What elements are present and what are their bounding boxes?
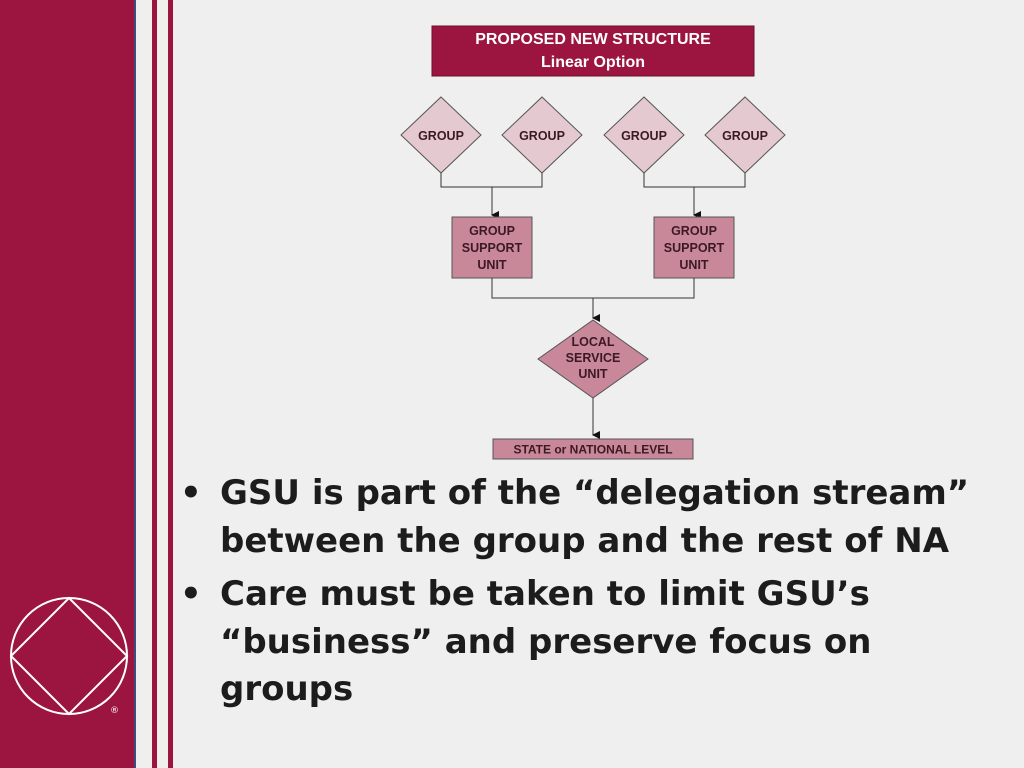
divider-stripe-white — [138, 0, 152, 768]
gsu-label-line: SUPPORT — [664, 241, 725, 255]
group-label: GROUP — [418, 129, 464, 143]
bullet-text: Care must be taken to limit GSU’s “busin… — [220, 574, 872, 710]
gsu-box-left: GROUP SUPPORT UNIT — [451, 216, 533, 279]
na-logo-icon — [9, 596, 129, 716]
gsu-label-line: GROUP — [671, 224, 717, 238]
bullet-item: • GSU is part of the “delegation stream”… — [180, 470, 1010, 565]
gsu-box-right: GROUP SUPPORT UNIT — [653, 216, 735, 279]
group-node-1: GROUP — [400, 96, 482, 174]
diagram-subtitle: Linear Option — [541, 54, 645, 71]
group-label: GROUP — [621, 129, 667, 143]
lsu-node: LOCAL SERVICE UNIT — [537, 319, 649, 399]
group-label: GROUP — [519, 129, 565, 143]
bullet-text: GSU is part of the “delegation stream” b… — [220, 473, 970, 561]
divider-stripe-red — [152, 0, 157, 768]
group-node-4: GROUP — [704, 96, 786, 174]
sidebar: ® — [0, 0, 136, 768]
group-node-3: GROUP — [603, 96, 685, 174]
gsu-label-line: GROUP — [469, 224, 515, 238]
lsu-label-line: UNIT — [578, 367, 608, 381]
structure-diagram: PROPOSED NEW STRUCTURE Linear Option GRO… — [400, 25, 786, 460]
registered-mark: ® — [110, 706, 119, 716]
gsu-label-line: SUPPORT — [462, 241, 523, 255]
bullet-dot-icon: • — [180, 473, 202, 513]
diagram-header — [431, 25, 755, 77]
state-level-label: STATE or NATIONAL LEVEL — [513, 443, 672, 457]
divider-stripe-red-2 — [168, 0, 173, 768]
bullet-dot-icon: • — [180, 574, 202, 615]
connector-groups-right — [643, 173, 746, 219]
gsu-label-line: UNIT — [477, 258, 507, 272]
lsu-label-line: SERVICE — [566, 351, 621, 365]
diagram-title: PROPOSED NEW STRUCTURE — [475, 31, 711, 48]
group-node-2: GROUP — [501, 96, 583, 174]
lsu-label-line: LOCAL — [571, 335, 614, 349]
gsu-label-line: UNIT — [679, 258, 709, 272]
connector-gsu-to-lsu — [491, 278, 695, 322]
bullet-list: • GSU is part of the “delegation stream”… — [180, 470, 1010, 720]
bullet-item: • Care must be taken to limit GSU’s “bus… — [180, 571, 1010, 714]
state-level-bar: STATE or NATIONAL LEVEL — [492, 438, 694, 460]
connector-groups-left — [440, 173, 543, 219]
group-label: GROUP — [722, 129, 768, 143]
